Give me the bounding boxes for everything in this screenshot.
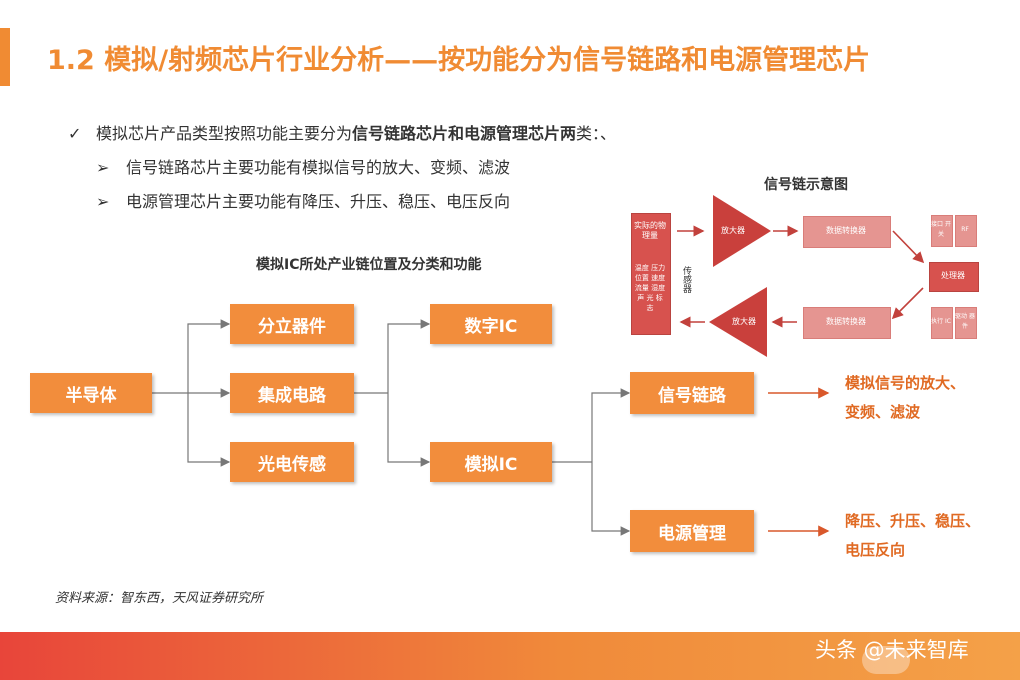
sensor-label: 传感器 xyxy=(681,265,691,293)
arrow-bullet-icon: ➢ xyxy=(96,192,110,211)
converter-top-box xyxy=(803,216,891,248)
node-semiconductor: 半导体 xyxy=(30,373,152,413)
node-integrated-circuit: 集成电路 xyxy=(230,373,354,413)
node-power-management: 电源管理 xyxy=(630,510,754,552)
rf-label: RF xyxy=(961,226,969,233)
signal-function-text: 模拟信号的放大、 变频、滤波 xyxy=(845,369,965,427)
actuator-ic-box xyxy=(931,307,953,339)
amplifier-top-label: 放大器 xyxy=(721,226,745,235)
source-note: 资料来源：智东西，天风证券研究所 xyxy=(55,591,264,606)
footer-bar xyxy=(0,632,1020,680)
node-digital-ic: 数字IC xyxy=(430,304,552,344)
node-signal-chain: 信号链路 xyxy=(630,372,754,414)
bullet-main-bold: 信号链路芯片和电源管理芯片两 xyxy=(352,124,577,143)
signal-function-line1: 模拟信号的放大、 xyxy=(845,374,966,392)
rf-box xyxy=(955,215,977,247)
amplifier-bottom-label: 放大器 xyxy=(732,317,756,326)
power-function-line2: 电压反向 xyxy=(845,541,906,559)
bullet-main-pre: 模拟芯片产品类型按照功能主要分为 xyxy=(96,124,353,143)
physical-quantity-label: 实际的物理量 xyxy=(634,221,666,240)
interface-switch-box xyxy=(931,215,953,247)
tree-title: 模拟IC所处产业链位置及分类和功能 xyxy=(256,257,482,273)
signal-function-line2: 变频、滤波 xyxy=(845,403,921,421)
watermark-logo-icon xyxy=(862,646,910,674)
bullet-main-text: 模拟芯片产品类型按照功能主要分为信号链路芯片和电源管理芯片两类：、 xyxy=(96,117,616,151)
driver-device-label: 驱动 器件 xyxy=(955,313,975,330)
signal-chain-title: 信号链示意图 xyxy=(764,177,848,193)
bullet-sub-signal-text: 信号链路芯片主要功能有模拟信号的放大、变频、滤波 xyxy=(126,158,511,177)
title-accent-bar xyxy=(0,28,10,86)
page-title: 1.2 模拟/射频芯片行业分析——按功能分为信号链路和电源管理芯片 xyxy=(47,45,871,76)
actuator-ic-label: 执行 IC xyxy=(931,318,951,325)
interface-switch-label: 接口 开关 xyxy=(931,221,951,238)
converter-bottom-box xyxy=(803,307,891,339)
converter-top-label: 数据转换器 xyxy=(826,226,866,235)
power-function-line1: 降压、升压、稳压、 xyxy=(845,512,981,530)
processor-label: 处理器 xyxy=(941,271,965,280)
driver-device-box xyxy=(955,307,977,339)
node-optoelectronic-sensor: 光电传感 xyxy=(230,442,354,482)
bullet-main-post: 类：、 xyxy=(576,124,617,143)
watermark-text: 头条 @未来智库 xyxy=(815,638,969,662)
check-icon: ✓ xyxy=(68,124,82,143)
node-discrete-devices: 分立器件 xyxy=(230,304,354,344)
node-analog-ic: 模拟IC xyxy=(430,442,552,482)
power-function-text: 降压、升压、稳压、 电压反向 xyxy=(845,507,980,565)
physical-quantity-box xyxy=(631,213,671,335)
arrow-bullet-icon: ➢ xyxy=(96,158,110,177)
bullet-sub-power-text: 电源管理芯片主要功能有降压、升压、稳压、电压反向 xyxy=(126,192,511,211)
converter-bottom-label: 数据转换器 xyxy=(826,317,866,326)
processor-box xyxy=(929,262,979,292)
physical-quantity-items: 温度 压力 位置 速度 流量 湿度 声 光 标志 xyxy=(634,264,666,312)
